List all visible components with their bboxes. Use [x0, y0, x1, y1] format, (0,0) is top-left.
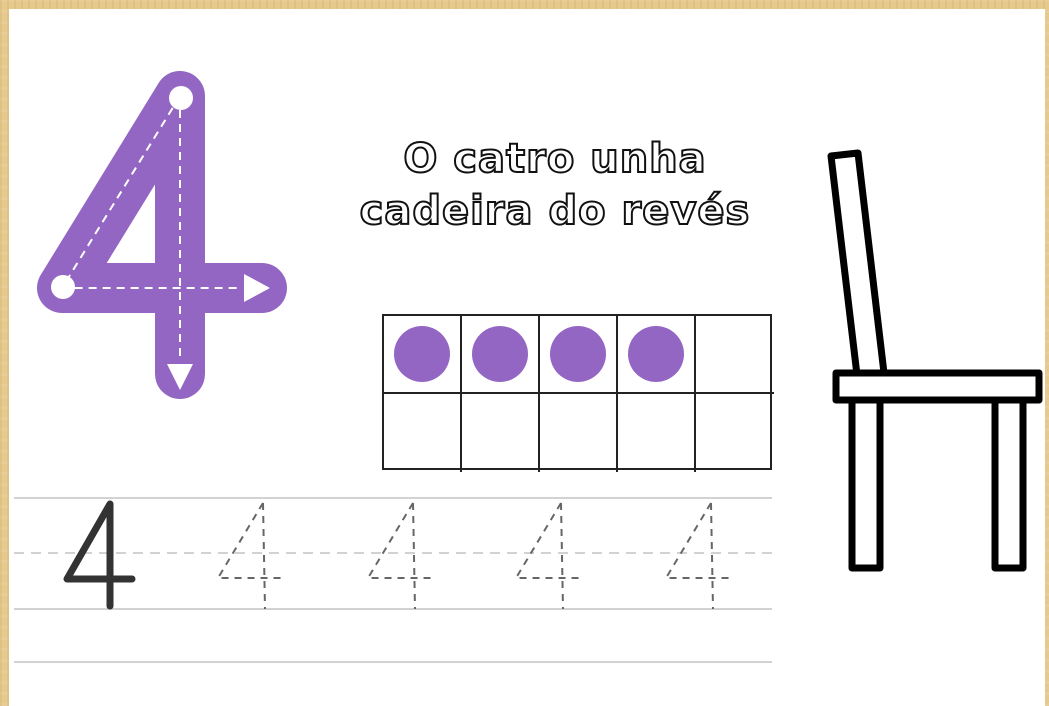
ten-frame-cell: [462, 394, 540, 472]
title-line-2: cadeira do revés: [359, 187, 751, 235]
start-dot-left: [51, 275, 75, 299]
counter-dot: [550, 326, 606, 382]
ten-frame-cell: [384, 316, 462, 394]
dotted-digit-4: [664, 502, 730, 610]
start-dot-top: [169, 86, 193, 110]
ten-frame-cell: [696, 316, 774, 394]
chair-leg-right: [991, 396, 1027, 572]
chair-backrest: [827, 149, 888, 379]
ten-frame-cell: [462, 316, 540, 394]
counter-dot: [394, 326, 450, 382]
chair-leg-left: [848, 396, 884, 572]
ten-frame-cell: [618, 394, 696, 472]
chair-seat: [832, 369, 1043, 404]
ten-frame-cell: [540, 316, 618, 394]
ten-frame-cell: [540, 394, 618, 472]
arrow-right-icon: [244, 274, 270, 302]
dotted-digit-4: [216, 502, 282, 610]
counter-dot: [628, 326, 684, 382]
dotted-digit-4: [366, 502, 432, 610]
solid-digit-4: [63, 500, 136, 610]
ten-frame: [382, 314, 774, 472]
arrow-down-icon: [167, 364, 193, 390]
ten-frame-cell: [618, 316, 696, 394]
counter-dot: [472, 326, 528, 382]
ten-frame-cell: [384, 394, 462, 472]
title-line-1: O catro unha: [402, 135, 707, 183]
dotted-digit-4: [514, 502, 580, 610]
